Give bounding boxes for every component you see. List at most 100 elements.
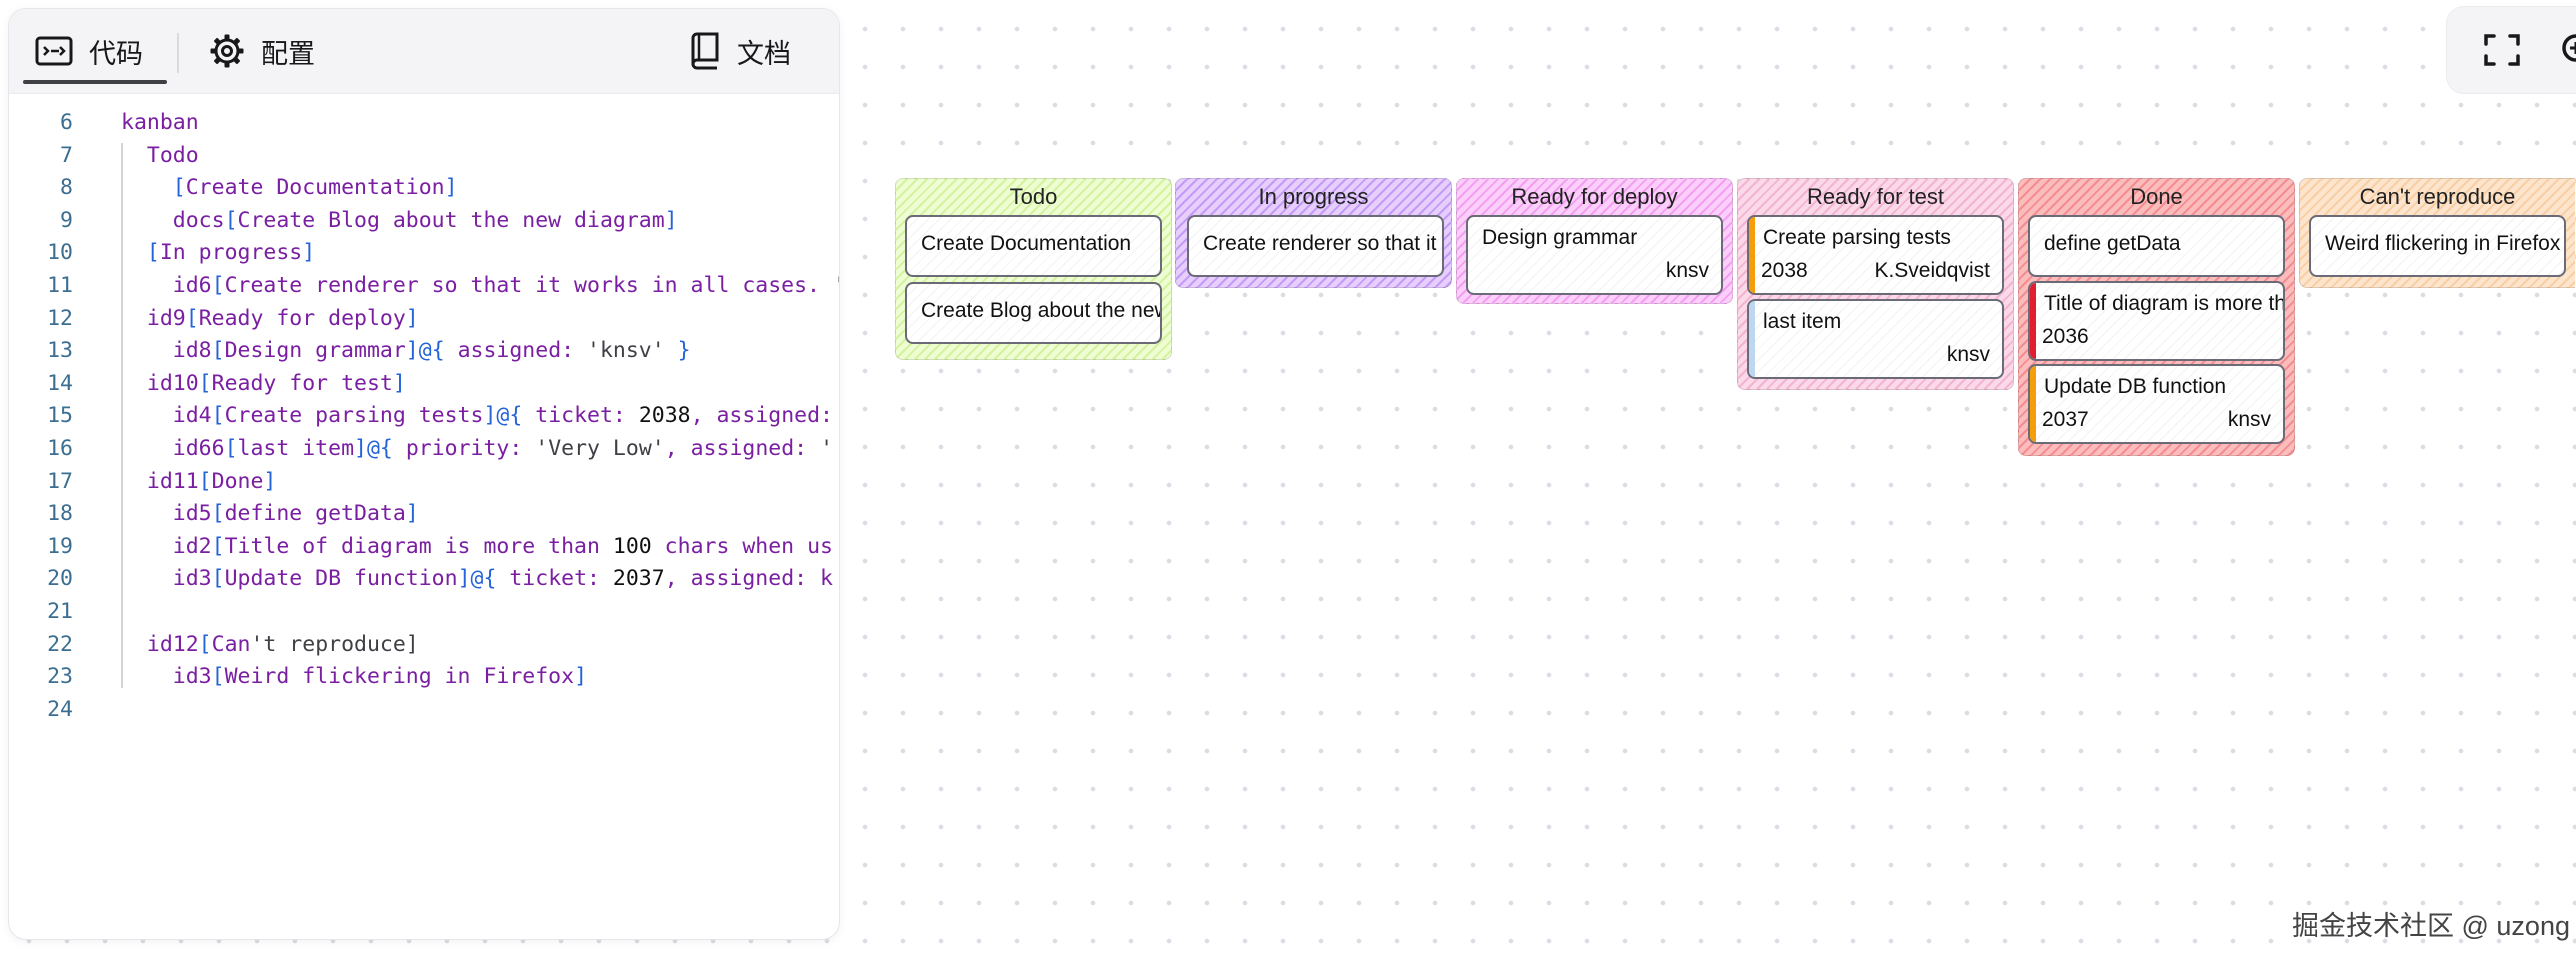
line-number: 8 bbox=[60, 175, 73, 201]
indent-guide bbox=[121, 143, 123, 688]
line-number: 12 bbox=[47, 305, 73, 331]
code-text: id2[Title of diagram is more than 100 ch… bbox=[121, 533, 833, 559]
card-title: Create renderer so that it works in all … bbox=[1203, 232, 1442, 255]
editor-tabbar: 代码 bbox=[9, 9, 839, 94]
kanban-column-cant-reproduce: Can't reproduce Weird flickering in Fire… bbox=[2299, 178, 2575, 288]
kanban-card[interactable]: Title of diagram is more than 100 chars … bbox=[2028, 281, 2285, 361]
code-text: id3[Update DB function]@{ ticket: 2037, … bbox=[121, 566, 833, 592]
tab-config[interactable]: 配置 bbox=[209, 9, 315, 93]
code-text: id9[Ready for deploy] bbox=[121, 305, 419, 331]
line-number: 23 bbox=[47, 664, 73, 690]
tab-code[interactable]: 代码 bbox=[35, 9, 143, 93]
card-title: Title of diagram is more than 100 chars bbox=[2044, 292, 2285, 315]
line-number: 18 bbox=[47, 501, 73, 527]
tab-divider bbox=[177, 33, 179, 73]
card-title: Design grammar bbox=[1482, 226, 1638, 249]
card-ticket: 2038 bbox=[1761, 259, 1808, 282]
code-line: 24 bbox=[9, 694, 839, 727]
kanban-card[interactable]: Create Blog about the new diagram bbox=[905, 282, 1162, 344]
code-line: 8 [Create Documentation] bbox=[9, 172, 839, 205]
column-title: Ready for deploy bbox=[1511, 184, 1678, 209]
kanban-card[interactable]: Update DB function 2037 knsv bbox=[2028, 364, 2285, 444]
kanban-card[interactable]: Weird flickering in Firefox bbox=[2309, 215, 2566, 277]
code-icon bbox=[35, 36, 73, 66]
line-number: 6 bbox=[60, 110, 73, 135]
kanban-card[interactable]: Create Documentation bbox=[905, 215, 1162, 277]
card-title: last item bbox=[1763, 310, 1842, 333]
line-number: 9 bbox=[60, 207, 73, 233]
code-text: id66[last item]@{ priority: 'Very Low', … bbox=[121, 435, 834, 461]
editor-panel: 代码 bbox=[8, 8, 840, 940]
column-title: Done bbox=[2130, 184, 2183, 209]
kanban-card[interactable]: Create parsing tests 2038 K.Sveidqvist bbox=[1747, 215, 2004, 295]
code-line: 13 id8[Design grammar]@{ assigned: 'knsv… bbox=[9, 335, 839, 368]
zoom-in-icon[interactable] bbox=[2559, 31, 2576, 76]
kanban-card[interactable]: last item knsv bbox=[1747, 299, 2004, 379]
code-text: id8[Design grammar]@{ assigned: 'knsv' } bbox=[121, 338, 691, 364]
line-number: 22 bbox=[47, 631, 73, 657]
code-line: 18 id5[define getData] bbox=[9, 498, 839, 531]
card-ticket: 2036 bbox=[2042, 325, 2089, 348]
code-text: id10[Ready for test] bbox=[121, 370, 406, 396]
tab-code-label: 代码 bbox=[89, 38, 143, 69]
code-text: id11[Done] bbox=[121, 468, 277, 494]
active-tab-indicator bbox=[23, 80, 167, 84]
line-number: 10 bbox=[47, 240, 73, 266]
line-number: 13 bbox=[47, 338, 73, 364]
card-title: Create Blog about the new diagram bbox=[921, 299, 1160, 322]
priority-indicator bbox=[2030, 283, 2036, 359]
canvas-controls bbox=[2446, 6, 2576, 94]
watermark: 掘金技术社区 @ uzong bbox=[2292, 911, 2570, 941]
kanban-card[interactable]: Create renderer so that it works in all … bbox=[1187, 215, 1444, 277]
line-number: 17 bbox=[47, 468, 73, 494]
code-line: 9 docs[Create Blog about the new diagram… bbox=[9, 205, 839, 238]
code-text: kanban bbox=[121, 110, 199, 135]
card-title: define getData bbox=[2044, 232, 2181, 255]
code-text: [In progress] bbox=[146, 240, 316, 266]
kanban-column-todo: Todo Create Documentation Create Blog ab… bbox=[895, 178, 1172, 360]
kanban-column-done: Done define getData Title of diagram is … bbox=[2018, 178, 2295, 456]
kanban-column-ready-for-deploy: Ready for deploy Design grammar knsv bbox=[1456, 178, 1733, 304]
card-assignee: K.Sveidqvist bbox=[1874, 259, 1990, 282]
card-title: Create parsing tests bbox=[1763, 226, 1951, 249]
card-assignee: knsv bbox=[1665, 259, 1709, 282]
line-number: 11 bbox=[47, 272, 73, 298]
card-title: Weird flickering in Firefox bbox=[2325, 232, 2561, 255]
line-number: 24 bbox=[47, 696, 73, 722]
code-line: 19 id2[Title of diagram is more than 100… bbox=[9, 531, 839, 564]
code-line: 10 [In progress] bbox=[9, 237, 839, 270]
code-line: 17 id11[Done] bbox=[9, 466, 839, 499]
card-assignee: knsv bbox=[2227, 408, 2271, 431]
code-text: id4[Create parsing tests]@{ ticket: 2038… bbox=[121, 403, 833, 429]
book-icon bbox=[689, 32, 721, 70]
tab-config-label: 配置 bbox=[261, 38, 315, 69]
priority-indicator bbox=[2030, 366, 2036, 442]
line-number: 16 bbox=[47, 435, 73, 461]
column-title: Can't reproduce bbox=[2359, 184, 2516, 209]
code-text: [Create Documentation] bbox=[172, 175, 458, 201]
code-line: 20 id3[Update DB function]@{ ticket: 203… bbox=[9, 563, 839, 596]
line-number: 7 bbox=[60, 142, 73, 168]
code-text: Todo bbox=[121, 142, 199, 168]
priority-indicator bbox=[1749, 217, 1755, 293]
code-line: 11 id6[Create renderer so that it works … bbox=[9, 270, 839, 303]
card-ticket: 2037 bbox=[2042, 408, 2089, 431]
line-number: 14 bbox=[47, 370, 73, 396]
kanban-column-ready-for-test: Ready for test Create parsing tests 2038… bbox=[1737, 178, 2014, 390]
column-title: In progress bbox=[1258, 184, 1369, 209]
code-line: 14 id10[Ready for test] bbox=[9, 368, 839, 401]
line-number: 19 bbox=[47, 533, 73, 559]
kanban-card[interactable]: Design grammar knsv bbox=[1466, 215, 1723, 295]
priority-indicator bbox=[1749, 301, 1755, 377]
code-text: id12[Can't reproduce] bbox=[121, 631, 419, 657]
card-title: Create Documentation bbox=[921, 232, 1132, 255]
code-text: id6[Create renderer so that it works in … bbox=[121, 272, 839, 298]
fullscreen-icon[interactable] bbox=[2483, 33, 2521, 72]
line-number: 15 bbox=[47, 403, 73, 429]
tab-docs[interactable]: 文档 bbox=[689, 9, 791, 93]
kanban-card[interactable]: define getData bbox=[2028, 215, 2285, 277]
kanban-column-in-progress: In progress Create renderer so that it w… bbox=[1175, 178, 1452, 288]
gear-icon bbox=[209, 33, 245, 69]
tab-docs-label: 文档 bbox=[737, 38, 791, 69]
